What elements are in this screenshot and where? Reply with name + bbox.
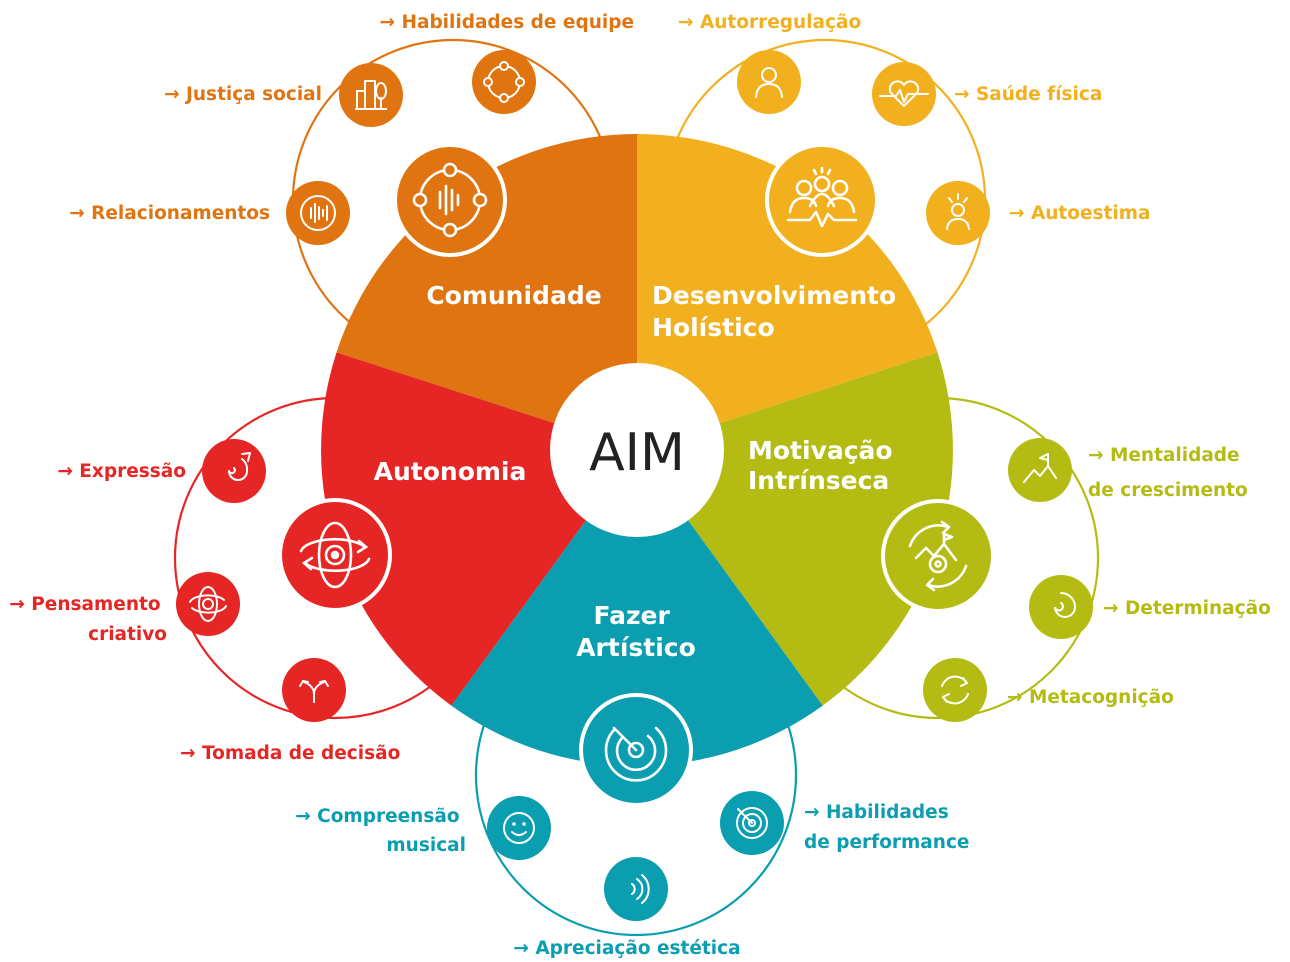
center-circle	[550, 363, 724, 537]
orbit-eye-icon	[278, 498, 392, 612]
orbit-eye-small-icon	[176, 572, 240, 636]
skill-label-apreciacao: → Apreciação estética	[513, 938, 740, 959]
segment-title-desenvolvimento: Desenvolvimento Holístico	[652, 281, 905, 342]
fork-arrows-icon	[282, 658, 346, 722]
people-heart-icon	[765, 143, 879, 257]
team-network-icon	[472, 50, 536, 114]
spiral-icon	[1029, 575, 1093, 639]
segment-desenvolvimento	[637, 134, 938, 450]
skill-label-metacognicao: → Metacognição	[1007, 687, 1174, 708]
skill-label-mentalidade: → Mentalidade de crescimento	[1088, 445, 1248, 501]
person-icon	[737, 50, 801, 114]
skill-label-justica-social: → Justiça social	[164, 84, 322, 105]
heartbeat-icon	[872, 62, 936, 126]
skill-label-habilidades-equipe: → Habilidades de equipe	[380, 12, 634, 33]
segment-title-comunidade: Comunidade	[426, 281, 601, 310]
skill-label-autoestima: → Autoestima	[1009, 203, 1151, 224]
skill-label-saude-fisica: → Saúde física	[954, 84, 1102, 105]
spiral-arrow-icon	[202, 439, 266, 503]
target-icon	[720, 791, 784, 855]
skill-label-compreensao: → Compreensão musical	[295, 806, 466, 856]
sound-waves-icon	[604, 857, 668, 921]
skill-label-expressao: → Expressão	[57, 461, 186, 482]
segment-title-fazer: Fazer Artístico	[576, 601, 696, 662]
refresh-cycle-icon	[923, 658, 987, 722]
sound-wave-icon	[286, 181, 350, 245]
skill-label-determinacao: → Determinação	[1103, 598, 1271, 619]
skill-label-tomada-decisao: → Tomada de decisão	[180, 743, 400, 764]
cycle-target-icon	[881, 499, 995, 613]
segment-title-autonomia: Autonomia	[374, 457, 527, 486]
radiant-person-icon	[926, 181, 990, 245]
segment-title-motivacao: Motivação Intrínseca	[748, 436, 901, 495]
skill-label-relacionamentos: → Relacionamentos	[69, 203, 270, 224]
mountain-flag-icon	[1008, 438, 1072, 502]
center-label: AIM	[589, 423, 685, 483]
smiley-icon	[487, 796, 551, 860]
skill-label-performance: → Habilidades de performance	[804, 802, 969, 853]
skill-label-pensamento: → Pensamento criativo	[9, 594, 167, 645]
skill-label-autorregulacao: → Autorregulação	[678, 12, 861, 33]
city-buildings-icon	[339, 63, 403, 127]
segment-comunidade	[336, 134, 637, 450]
waveform-network-icon	[393, 143, 507, 257]
radar-icon	[579, 693, 693, 807]
segment-fazer	[451, 450, 823, 766]
